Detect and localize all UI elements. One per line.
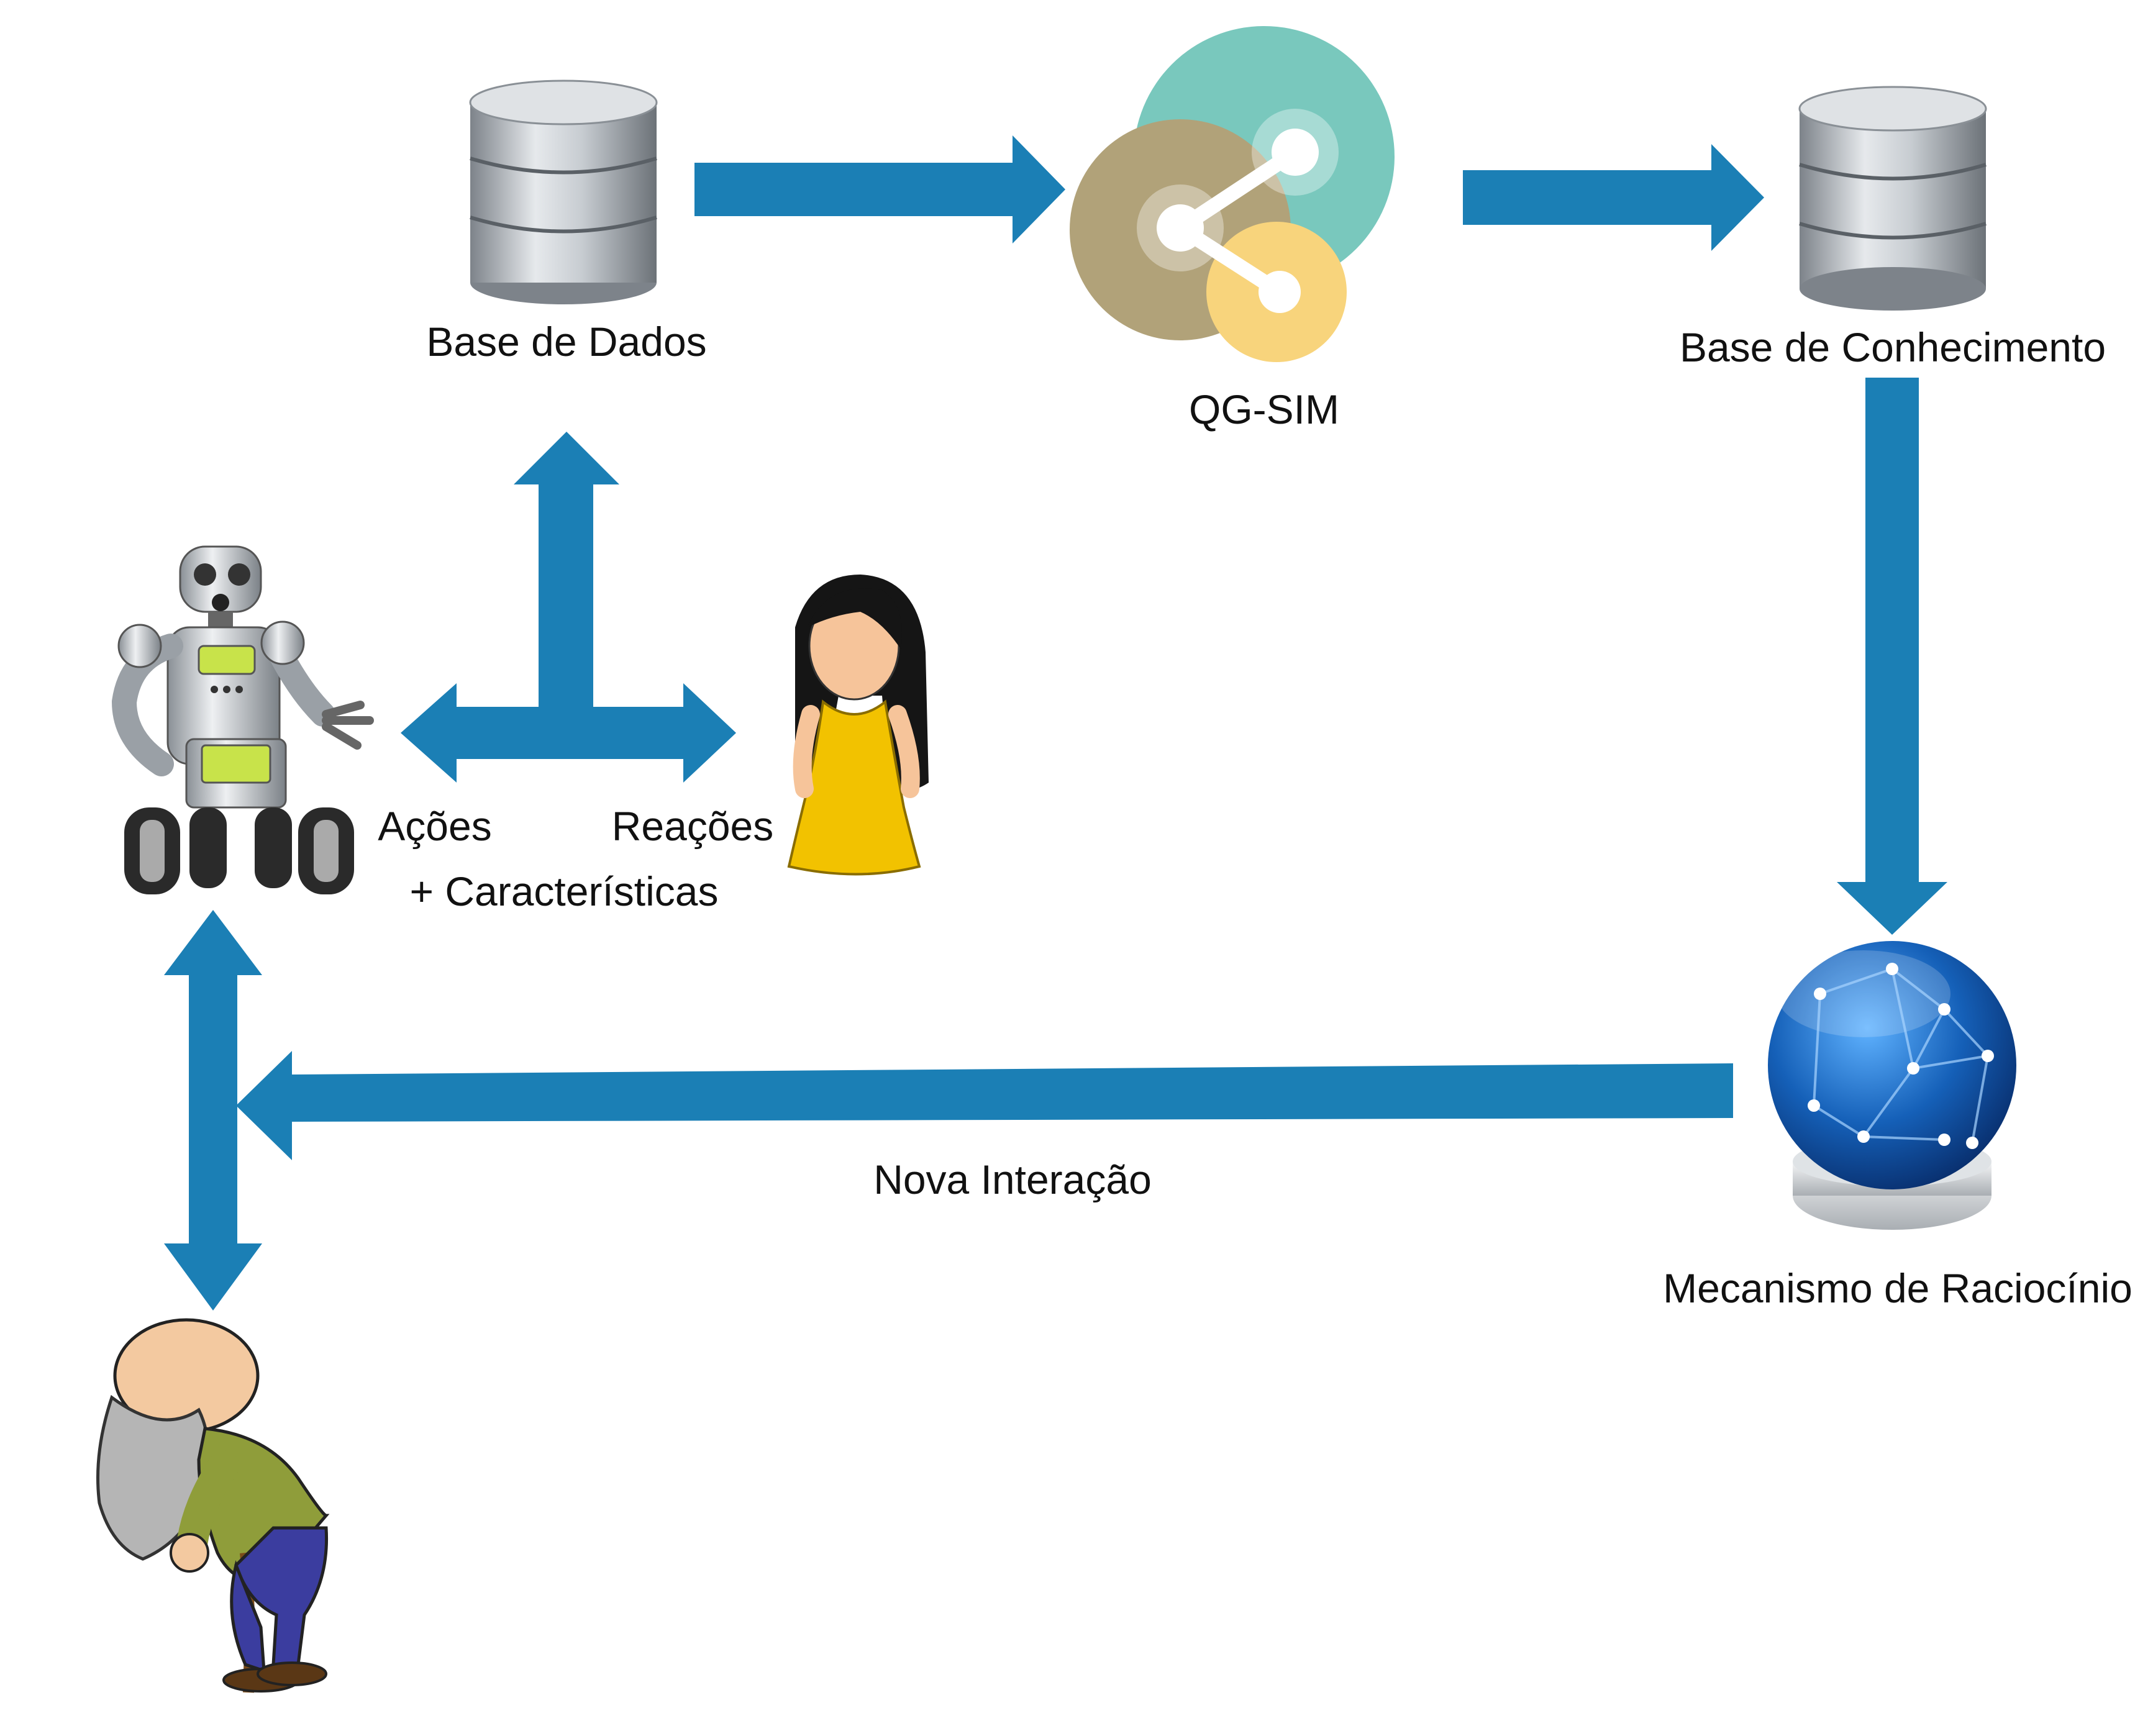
share-icon (1070, 26, 1395, 362)
arrow-qgsim-to-kb (1463, 144, 1764, 251)
label-base-de-conhecimento: Base de Conhecimento (1680, 324, 2106, 370)
arrow-robot-elder (164, 910, 262, 1311)
label-qg-sim: QG-SIM (1189, 386, 1339, 432)
label-base-de-dados: Base de Dados (426, 319, 706, 365)
label-reacoes: Reações (612, 803, 774, 849)
arrow-up-to-database (514, 432, 619, 708)
elderly-man-icon (96, 1318, 330, 1693)
arrow-acoes-reacoes (401, 683, 736, 783)
woman-avatar-icon (787, 575, 929, 876)
arrow-nova-interacao (236, 1051, 1733, 1160)
globe-icon (1768, 941, 2016, 1230)
label-nova-interacao: Nova Interação (873, 1157, 1152, 1202)
label-acoes: Ações (378, 803, 491, 849)
arrow-kb-to-mechanism (1837, 378, 1947, 935)
arrow-db-to-qgsim (694, 135, 1065, 243)
label-caracteristicas: + Características (410, 868, 719, 914)
database-icon-knowledge (1798, 86, 1987, 311)
label-mecanismo-de-raciocinio: Mecanismo de Raciocínio (1663, 1265, 2133, 1311)
robot-icon (111, 545, 374, 894)
database-icon (469, 80, 658, 304)
